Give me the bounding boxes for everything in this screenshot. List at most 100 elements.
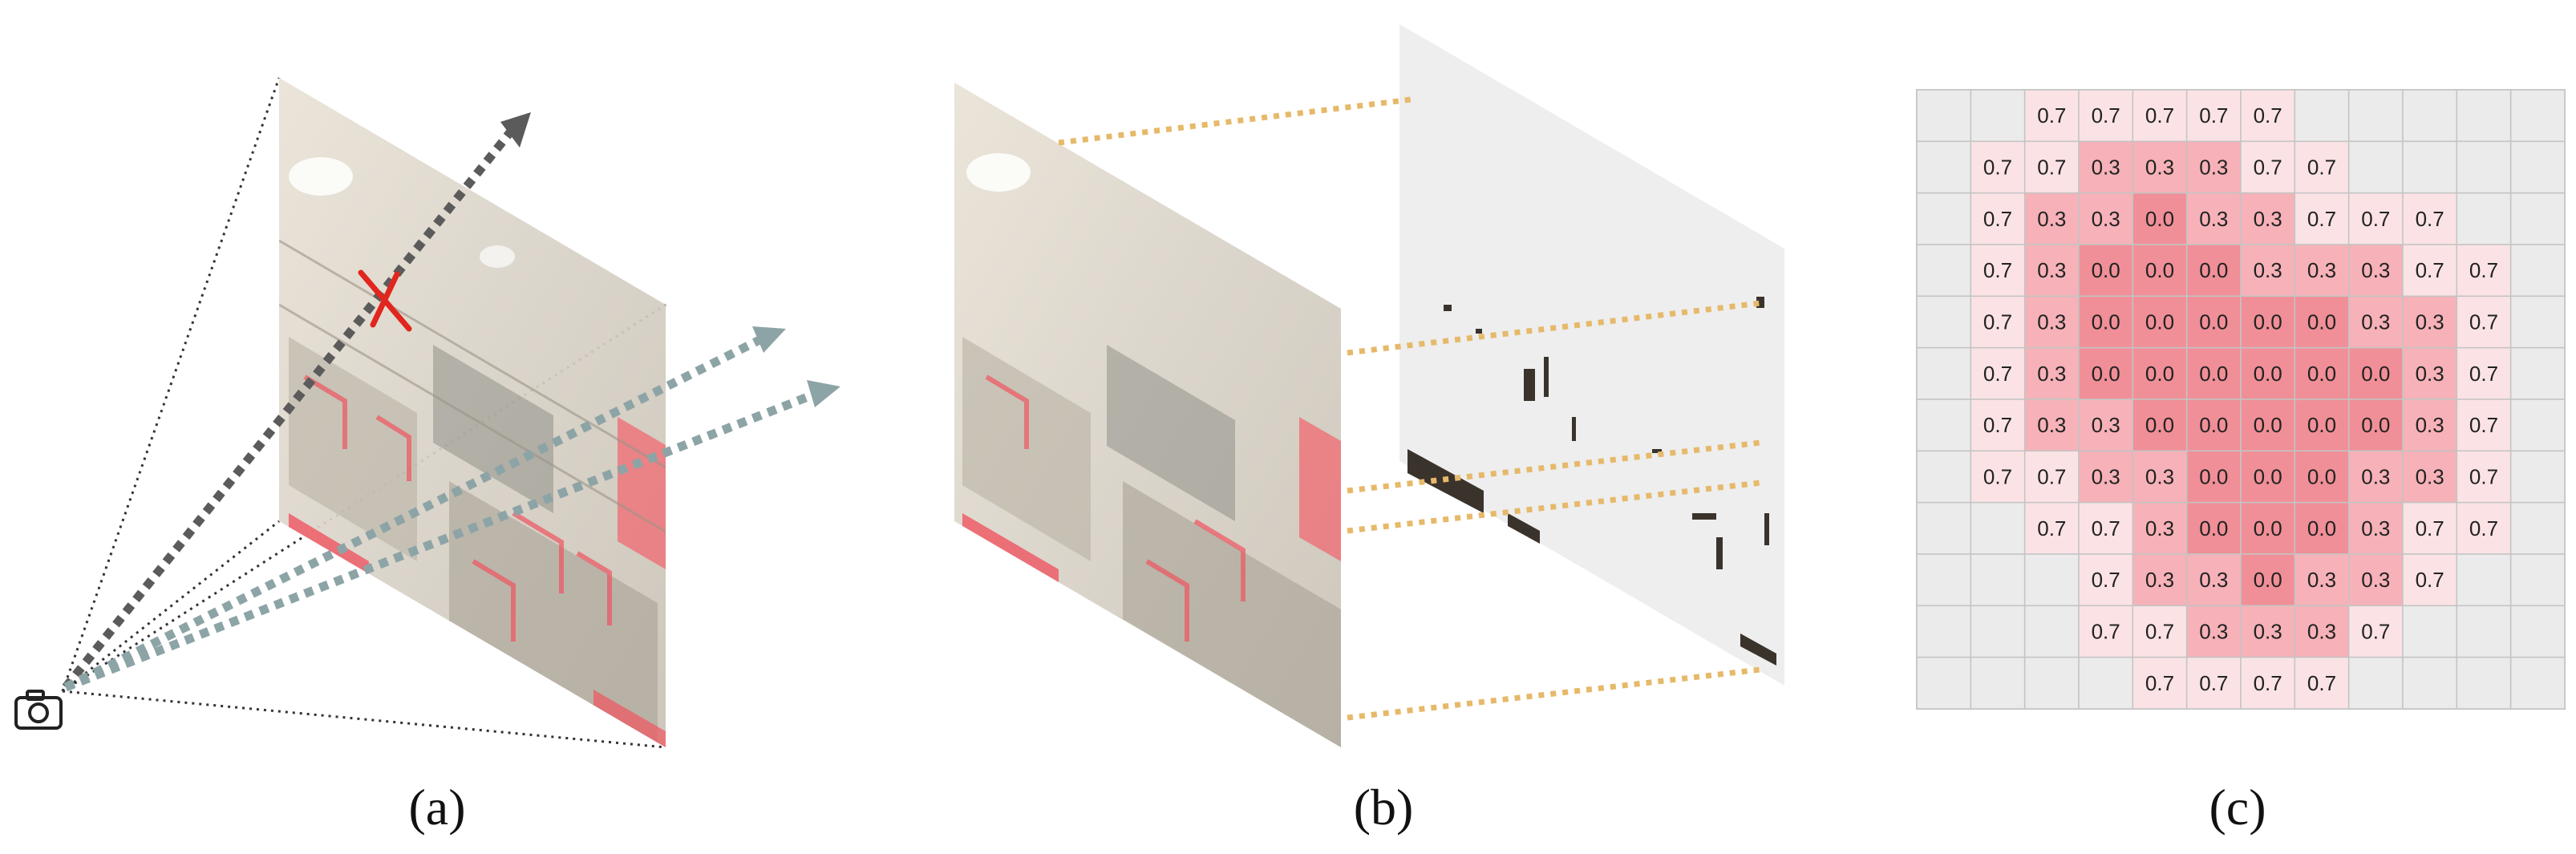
grid-cell [2132, 295, 2188, 349]
grid-cell [2347, 399, 2404, 452]
grid-cell-value: 0.7 [1983, 465, 2012, 489]
grid-cell-value: 0.7 [1983, 258, 2012, 282]
grid-cell-value: 0.7 [2037, 516, 2066, 540]
grid-cell-value: 0.7 [2199, 671, 2228, 695]
grid-cell [2240, 244, 2296, 297]
grid-cell-value: 0.0 [2254, 310, 2282, 334]
grid-cell-value: 0.7 [2145, 620, 2174, 644]
grid-cell-value: 0.0 [2092, 310, 2120, 334]
camera-icon [14, 690, 63, 730]
grid-cell [2294, 399, 2350, 452]
grid-cell-value: 0.0 [2092, 258, 2120, 282]
grid-cell [2023, 605, 2080, 658]
grid-cell [2023, 399, 2080, 452]
grid-cell-value: 0.7 [2416, 516, 2444, 540]
grid-cell [2185, 346, 2242, 400]
grid-cell-value: 0.7 [1983, 310, 2012, 334]
grid-cell-value: 0.0 [2254, 413, 2282, 437]
grid-cell [1970, 399, 2026, 452]
grid-cell-value: 0.3 [2416, 310, 2444, 334]
grid-cell [2185, 295, 2242, 349]
grid-cell-value: 0.0 [2254, 362, 2282, 386]
grid-cell [2402, 450, 2458, 504]
grid-cell [2402, 553, 2458, 607]
grid-cell-value: 0.7 [2254, 103, 2282, 127]
grid-cell-value: 0.0 [2199, 413, 2228, 437]
grid-cell [2347, 501, 2404, 555]
grid-cell-value: 0.3 [2361, 258, 2390, 282]
grid-cell [1916, 346, 1972, 400]
grid-cell-value: 0.0 [2145, 413, 2174, 437]
grid-cell [2294, 501, 2350, 555]
ray-dark [62, 125, 517, 690]
grid-cell [2185, 501, 2242, 555]
grid-cell [2294, 140, 2350, 194]
grid-cell [2132, 244, 2188, 297]
grid-cell [2456, 605, 2512, 658]
grid-cell-value: 0.7 [2037, 156, 2066, 180]
grid-cell-value: 0.0 [2199, 258, 2228, 282]
grid-cell [2509, 450, 2566, 504]
grid-cell [2347, 553, 2404, 607]
grid-cell-value: 0.7 [2092, 568, 2120, 592]
grid-cell-value: 0.0 [2199, 362, 2228, 386]
grid-cell-value: 0.7 [1983, 413, 2012, 437]
grid-cell-value: 0.0 [2361, 413, 2390, 437]
grid-cell-value: 0.3 [2361, 516, 2390, 540]
grid-cell-value: 0.3 [2416, 465, 2444, 489]
grid-cell [2402, 192, 2458, 245]
grid-cell [2294, 656, 2350, 710]
grid-cell [2023, 656, 2080, 710]
grid-cell [2347, 656, 2404, 710]
grid-cell-value: 0.7 [2199, 103, 2228, 127]
grid-cell-value: 0.0 [2307, 362, 2336, 386]
grid-cell [2347, 605, 2404, 658]
grid-cell [1916, 553, 1972, 607]
grid-cell [2347, 244, 2404, 297]
grid-cell-value: 0.3 [2307, 568, 2336, 592]
grid-cell [2078, 295, 2134, 349]
grid-cell [2132, 346, 2188, 400]
grid-cell [2240, 399, 2296, 452]
grid-cell-value: 0.7 [1983, 156, 2012, 180]
grid-cell [2509, 501, 2566, 555]
grid-cell [2456, 399, 2512, 452]
grid-cell [2078, 553, 2134, 607]
image-plane [279, 78, 666, 747]
frustum-lines [61, 77, 666, 749]
grid-cell [2456, 656, 2512, 710]
grid-cell-value: 0.0 [2307, 516, 2336, 540]
grid-cell [2132, 605, 2188, 658]
grid-cell [2402, 295, 2458, 349]
grid-cell [2023, 450, 2080, 504]
caption-c: (c) [2209, 779, 2266, 836]
grid-cell [2078, 399, 2134, 452]
grid-cell [2185, 140, 2242, 194]
grid-cell-value: 0.7 [2037, 465, 2066, 489]
grid-cell-value: 0.3 [2037, 362, 2066, 386]
grid-cell-value: 0.3 [2307, 258, 2336, 282]
depth-plane-back [1399, 24, 1784, 686]
grid-cell-value: 0.3 [2145, 465, 2174, 489]
grid-cell-value: 0.0 [2307, 413, 2336, 437]
grid-cell-value: 0.3 [2037, 258, 2066, 282]
grid-cell [2294, 89, 2350, 143]
grid-cell [1916, 399, 1972, 452]
grid-cell [2132, 192, 2188, 245]
grid-cell [2132, 656, 2188, 710]
grid-cell [2509, 89, 2566, 143]
grid-cell [2132, 399, 2188, 452]
grid-cell [2347, 346, 2404, 400]
grid-cell-value: 0.0 [2307, 310, 2336, 334]
grid-cell [2023, 501, 2080, 555]
grid-cell-value: 0.7 [2307, 156, 2336, 180]
grid-cell [2185, 89, 2242, 143]
grid-cell [1916, 501, 1972, 555]
grid-cell-value: 0.0 [2199, 516, 2228, 540]
grid-cell [2509, 346, 2566, 400]
grid-cell-value: 0.0 [2145, 310, 2174, 334]
grid-cell [2509, 140, 2566, 194]
panel-c: 0.7 0.7 0.7 0.7 0.7 0.7 0.7 0.3 0.3 0.3 0.7 0.7 0.7 0… [1916, 89, 2566, 836]
grid-cell [2347, 140, 2404, 194]
grid-cell-value: 0.0 [2092, 362, 2120, 386]
